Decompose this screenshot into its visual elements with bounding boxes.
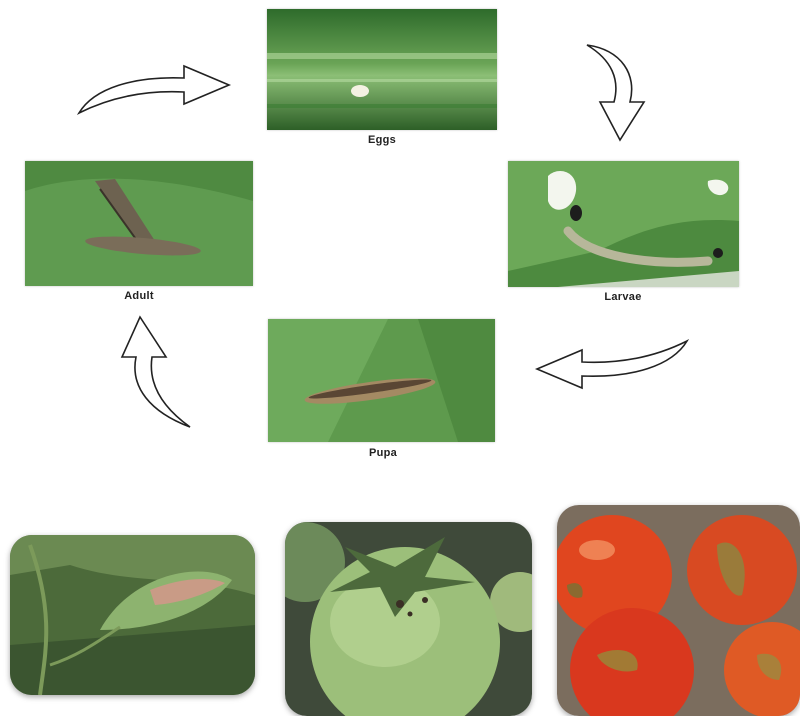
- larvae-photo: [508, 161, 739, 287]
- adult-label: Adult: [69, 290, 209, 302]
- arrow-eggs-to-larvae-icon: [582, 40, 662, 145]
- larvae-label: Larvae: [553, 291, 693, 303]
- arrow-pupa-to-adult-icon: [100, 312, 196, 432]
- eggs-photo: [267, 9, 497, 130]
- damaged-leaf-photo: [10, 535, 255, 695]
- damaged-green-tomato-photo: [285, 522, 532, 716]
- eggs-label: Eggs: [312, 134, 452, 146]
- arrow-larvae-to-pupa-icon: [532, 336, 692, 396]
- arrow-adult-to-eggs-icon: [74, 58, 234, 118]
- pupa-photo: [268, 319, 495, 442]
- pupa-label: Pupa: [313, 447, 453, 459]
- adult-photo: [25, 161, 253, 286]
- damaged-red-tomatoes-photo: [557, 505, 800, 716]
